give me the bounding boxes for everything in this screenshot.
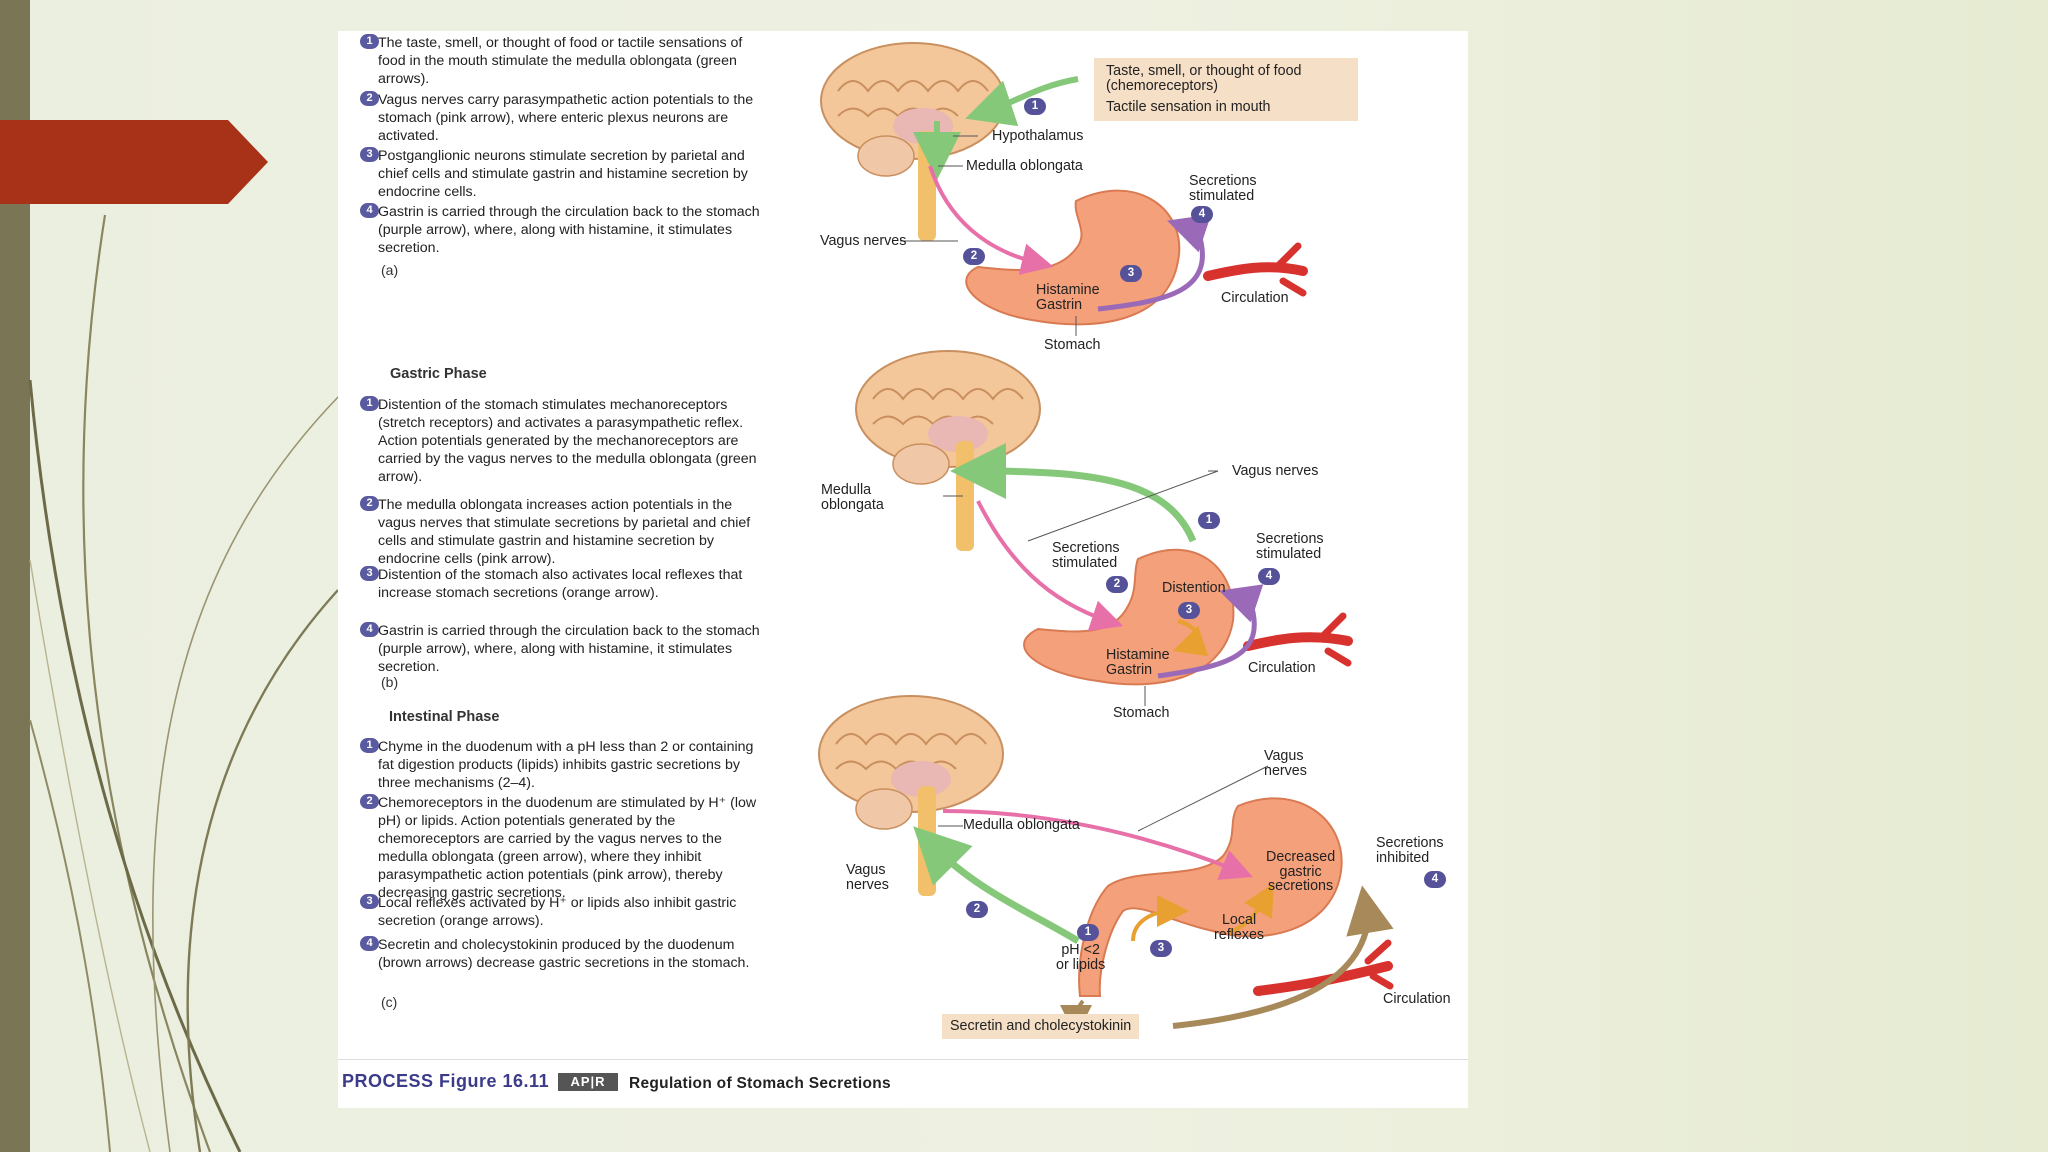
apr-badge: AP|R: [558, 1073, 618, 1091]
title-arrow-shape: [0, 120, 268, 204]
label-circulation-c: Circulation: [1383, 991, 1451, 1007]
panel-label-c: (c): [381, 994, 398, 1010]
gastric-step-3: 3 Distention of the stomach also activat…: [360, 566, 768, 602]
intestinal-step-1: 1 Chyme in the duodenum with a pH less t…: [360, 738, 768, 792]
diagram-artwork: [818, 42, 1394, 1037]
badge-b-2: 2: [1106, 576, 1128, 593]
intestinal-step-4: 4 Secretin and cholecystokinin produced …: [360, 936, 768, 972]
stomach-secretion-figure: 1 The taste, smell, or thought of food o…: [338, 31, 1468, 1108]
label-stomach-b: Stomach: [1113, 705, 1170, 721]
brain-b: [855, 350, 1041, 551]
cephalic-step-3: 3 Postganglionic neurons stimulate secre…: [360, 147, 768, 201]
cephalic-stimulus-box: Taste, smell, or thought of food (chemor…: [1094, 58, 1358, 121]
badge-c-3: 3: [1150, 940, 1172, 957]
gastric-phase-title: Gastric Phase: [390, 366, 487, 382]
pink-arrow-b: [976, 500, 1124, 632]
orange-arrow-c2: [1227, 883, 1274, 935]
brown-arrow-c: [1172, 885, 1394, 1029]
badge-b-4: 4: [1258, 568, 1280, 585]
stomach-c: [1078, 797, 1394, 997]
purple-arrow-a: [1097, 214, 1212, 312]
intestinal-step-3: 3 Local reflexes activated by H⁺ or lipi…: [360, 894, 768, 930]
badge-a-4: 4: [1191, 206, 1213, 223]
orange-arrow-c1: [1131, 895, 1189, 942]
label-stomach-a: Stomach: [1044, 337, 1101, 353]
cephalic-step-4: 4 Gastrin is carried through the circula…: [360, 203, 768, 257]
green-arrow-a: [965, 76, 1079, 127]
panel-label-a: (a): [381, 262, 399, 278]
badge-a-3: 3: [1120, 265, 1142, 282]
pink-arrow-a: [928, 165, 1054, 275]
purple-arrow-b: [1157, 584, 1264, 679]
badge-a-2: 2: [963, 248, 985, 265]
label-medulla-a: Medulla oblongata: [966, 158, 1083, 174]
green-arrow-b: [950, 443, 1197, 543]
brain-a: [820, 42, 1006, 241]
badge-c-2: 2: [966, 901, 988, 918]
gastric-step-4: 4 Gastrin is carried through the circula…: [360, 622, 768, 676]
orange-arrow-b: [1172, 619, 1209, 657]
panel-label-b: (b): [381, 674, 399, 690]
gastric-step-1: 1 Distention of the stomach stimulates m…: [360, 396, 768, 486]
cephalic-step-2: 2 Vagus nerves carry parasympathetic act…: [360, 91, 768, 145]
secretin-cck-box: Secretin and cholecystokinin: [942, 1014, 1140, 1039]
label-hypothalamus: Hypothalamus: [992, 128, 1084, 144]
label-circulation-a: Circulation: [1221, 290, 1289, 306]
figure-title: Regulation of Stomach Secretions: [629, 1075, 891, 1092]
label-vagus-b: Vagus nerves: [1232, 463, 1319, 479]
badge-b-1: 1: [1198, 512, 1220, 529]
badge-c-1: 1: [1077, 924, 1099, 941]
cephalic-step-1: 1 The taste, smell, or thought of food o…: [360, 34, 768, 88]
badge-b-3: 3: [1178, 602, 1200, 619]
intestinal-phase-title: Intestinal Phase: [389, 709, 500, 725]
label-medulla-c: Medulla oblongata: [963, 817, 1080, 833]
caption-divider: [338, 1059, 1468, 1060]
label-distention: Distention: [1162, 580, 1226, 596]
pink-arrow-c: [942, 809, 1253, 880]
gastric-step-2: 2 The medulla oblongata increases action…: [360, 496, 768, 568]
intestinal-step-2: 2 Chemoreceptors in the duodenum are sti…: [360, 794, 768, 902]
badge-a-1: 1: [1024, 98, 1046, 115]
decorative-curves: [28, 214, 341, 1152]
label-vagus-a: Vagus nerves: [820, 233, 907, 249]
badge-c-4: 4: [1424, 871, 1446, 888]
figure-number: PROCESS Figure 16.11: [342, 1071, 550, 1091]
green-arrow-c: [913, 826, 1080, 945]
label-circulation-b: Circulation: [1248, 660, 1316, 676]
